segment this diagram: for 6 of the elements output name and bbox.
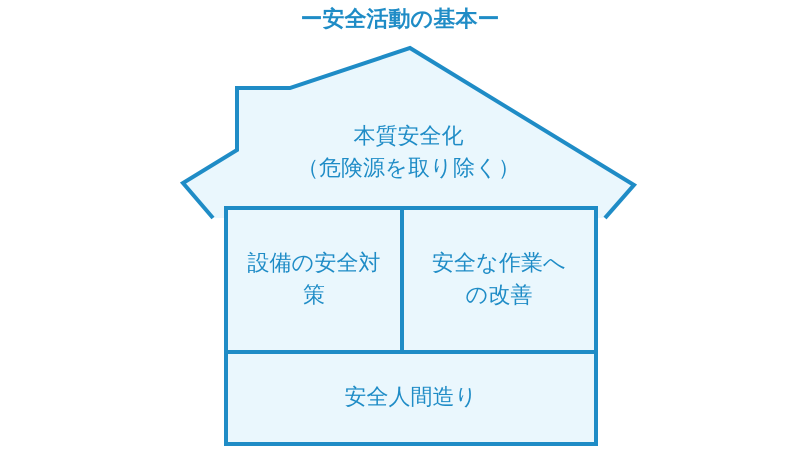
roof-heading: 本質安全化 [354,122,464,150]
wall-label: 設備の安全対策 [246,250,382,310]
wall-label: 安全人間造り [344,384,478,412]
wall-label: 安全な作業への改善 [431,250,567,310]
diagram-title: ー安全活動の基本ー [300,6,500,34]
roof-subtext: （危険源を取り除く） [297,154,520,182]
